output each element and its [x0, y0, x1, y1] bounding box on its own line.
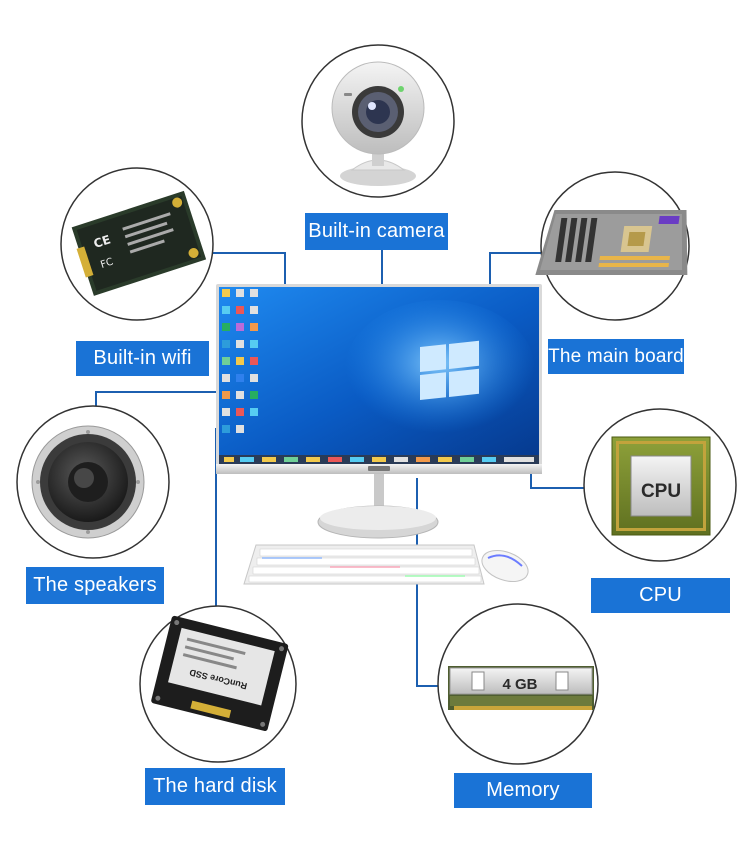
svg-text:FC: FC — [99, 257, 115, 271]
motherboard-icon — [535, 210, 688, 275]
label-built-in-camera: Built-in camera — [305, 213, 448, 250]
camera-circle — [301, 44, 455, 198]
ram-module-icon: 4 GB — [448, 666, 594, 710]
connector-wifi — [190, 252, 286, 286]
windows-logo-icon — [420, 340, 479, 400]
label-hard-disk: The hard disk — [145, 768, 285, 805]
ssd-icon: RunCore SSD — [151, 615, 289, 731]
memory-circle: 4 GB — [437, 603, 599, 765]
mainboard-circle — [535, 171, 690, 321]
wifi-card-icon: CE FC — [71, 190, 207, 296]
label-main-board: The main board — [548, 339, 684, 374]
memory-chip-text: 4 GB — [502, 676, 537, 693]
label-built-in-wifi: Built-in wifi — [76, 341, 209, 376]
keyboard-icon — [243, 544, 485, 585]
cpu-chip-text: CPU — [641, 481, 681, 502]
desktop-icons — [222, 289, 258, 433]
cpu-chip-icon: CPU — [611, 436, 711, 536]
label-speakers: The speakers — [26, 567, 164, 604]
label-memory: Memory — [454, 773, 592, 808]
harddisk-circle: RunCore SSD — [139, 605, 297, 763]
webcam-icon — [331, 61, 425, 186]
wifi-circle: CE FC — [60, 167, 214, 321]
speaker-icon — [31, 425, 145, 539]
connector-speakers — [95, 391, 218, 410]
mouse-icon — [481, 549, 529, 583]
speaker-circle — [16, 405, 170, 559]
label-cpu: CPU — [591, 578, 730, 613]
all-in-one-monitor — [216, 284, 542, 539]
svg-text:CE: CE — [92, 232, 113, 251]
cpu-circle: CPU — [583, 408, 737, 562]
